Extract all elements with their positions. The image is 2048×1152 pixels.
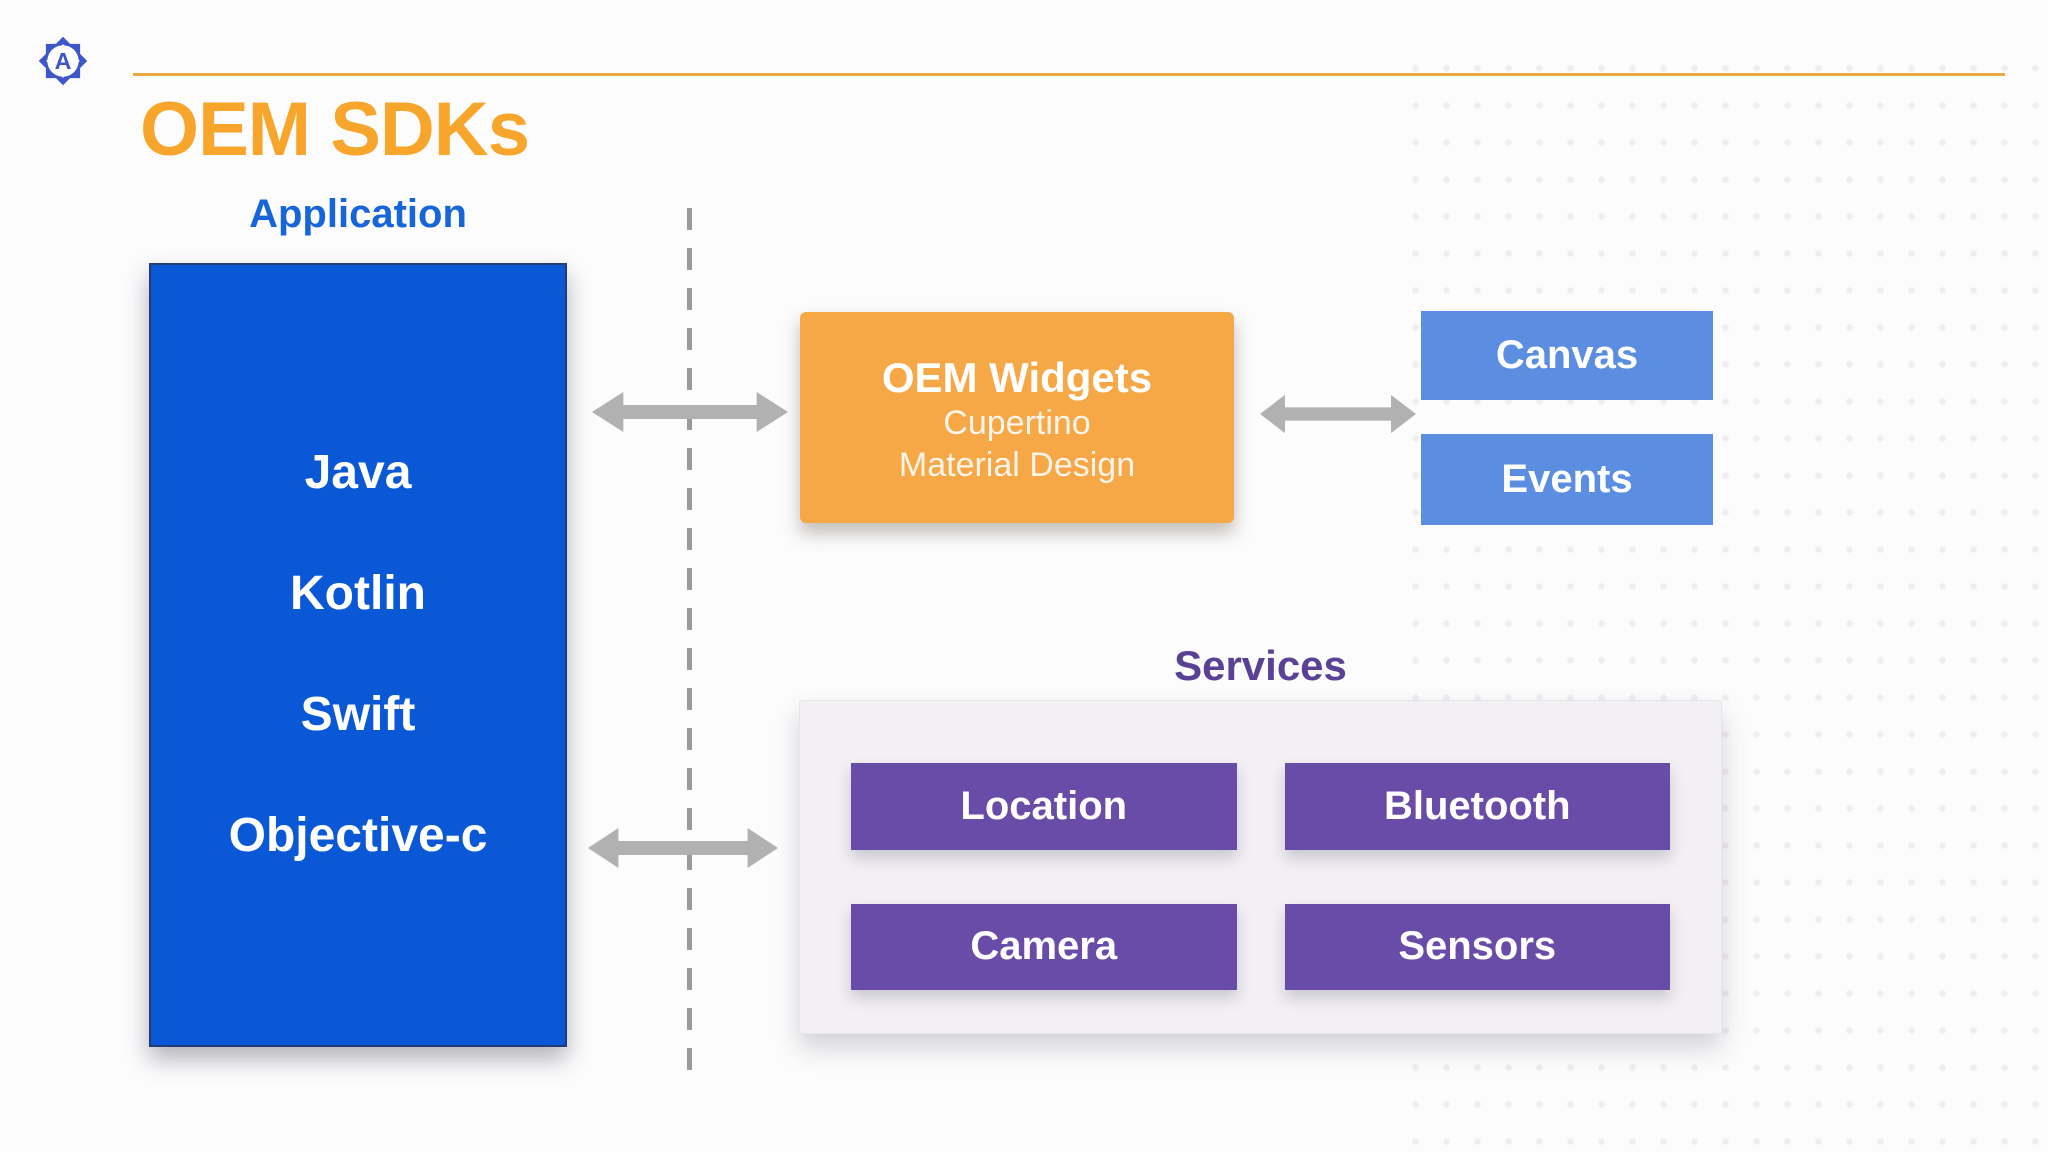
language-kotlin: Kotlin [290,567,426,621]
arrow-app-to-widgets [592,392,788,432]
language-java: Java [304,446,412,500]
arrow-widgets-to-outputs [1260,394,1416,434]
application-section-label: Application [249,192,467,236]
logo-letter: A [55,48,72,74]
service-location: Location [851,763,1237,850]
language-swift: Swift [300,688,416,741]
page-title: OEM SDKs [140,87,530,172]
oem-widgets-material-design: Material Design [898,445,1136,484]
oem-widgets-box: OEM Widgets Cupertino Material Design [800,312,1234,523]
oem-widgets-cupertino: Cupertino [943,404,1091,443]
services-section-label: Services [1174,642,1347,689]
canvas-box: Canvas [1421,311,1713,400]
service-sensors: Sensors [1284,903,1670,990]
service-bluetooth: Bluetooth [1284,763,1670,850]
service-camera: Camera [851,903,1237,990]
boundary-dashed-line [687,208,692,1084]
application-box: Java Kotlin Swift Objective-c [149,263,567,1047]
language-objective-c: Objective-c [228,808,488,862]
services-panel: Location Bluetooth Camera Sensors [799,700,1722,1034]
company-logo-icon: A [38,36,88,86]
oem-widgets-title: OEM Widgets [881,353,1153,401]
events-box: Events [1421,434,1713,525]
arrow-app-to-services [588,828,778,868]
header-divider-line [133,73,2005,76]
